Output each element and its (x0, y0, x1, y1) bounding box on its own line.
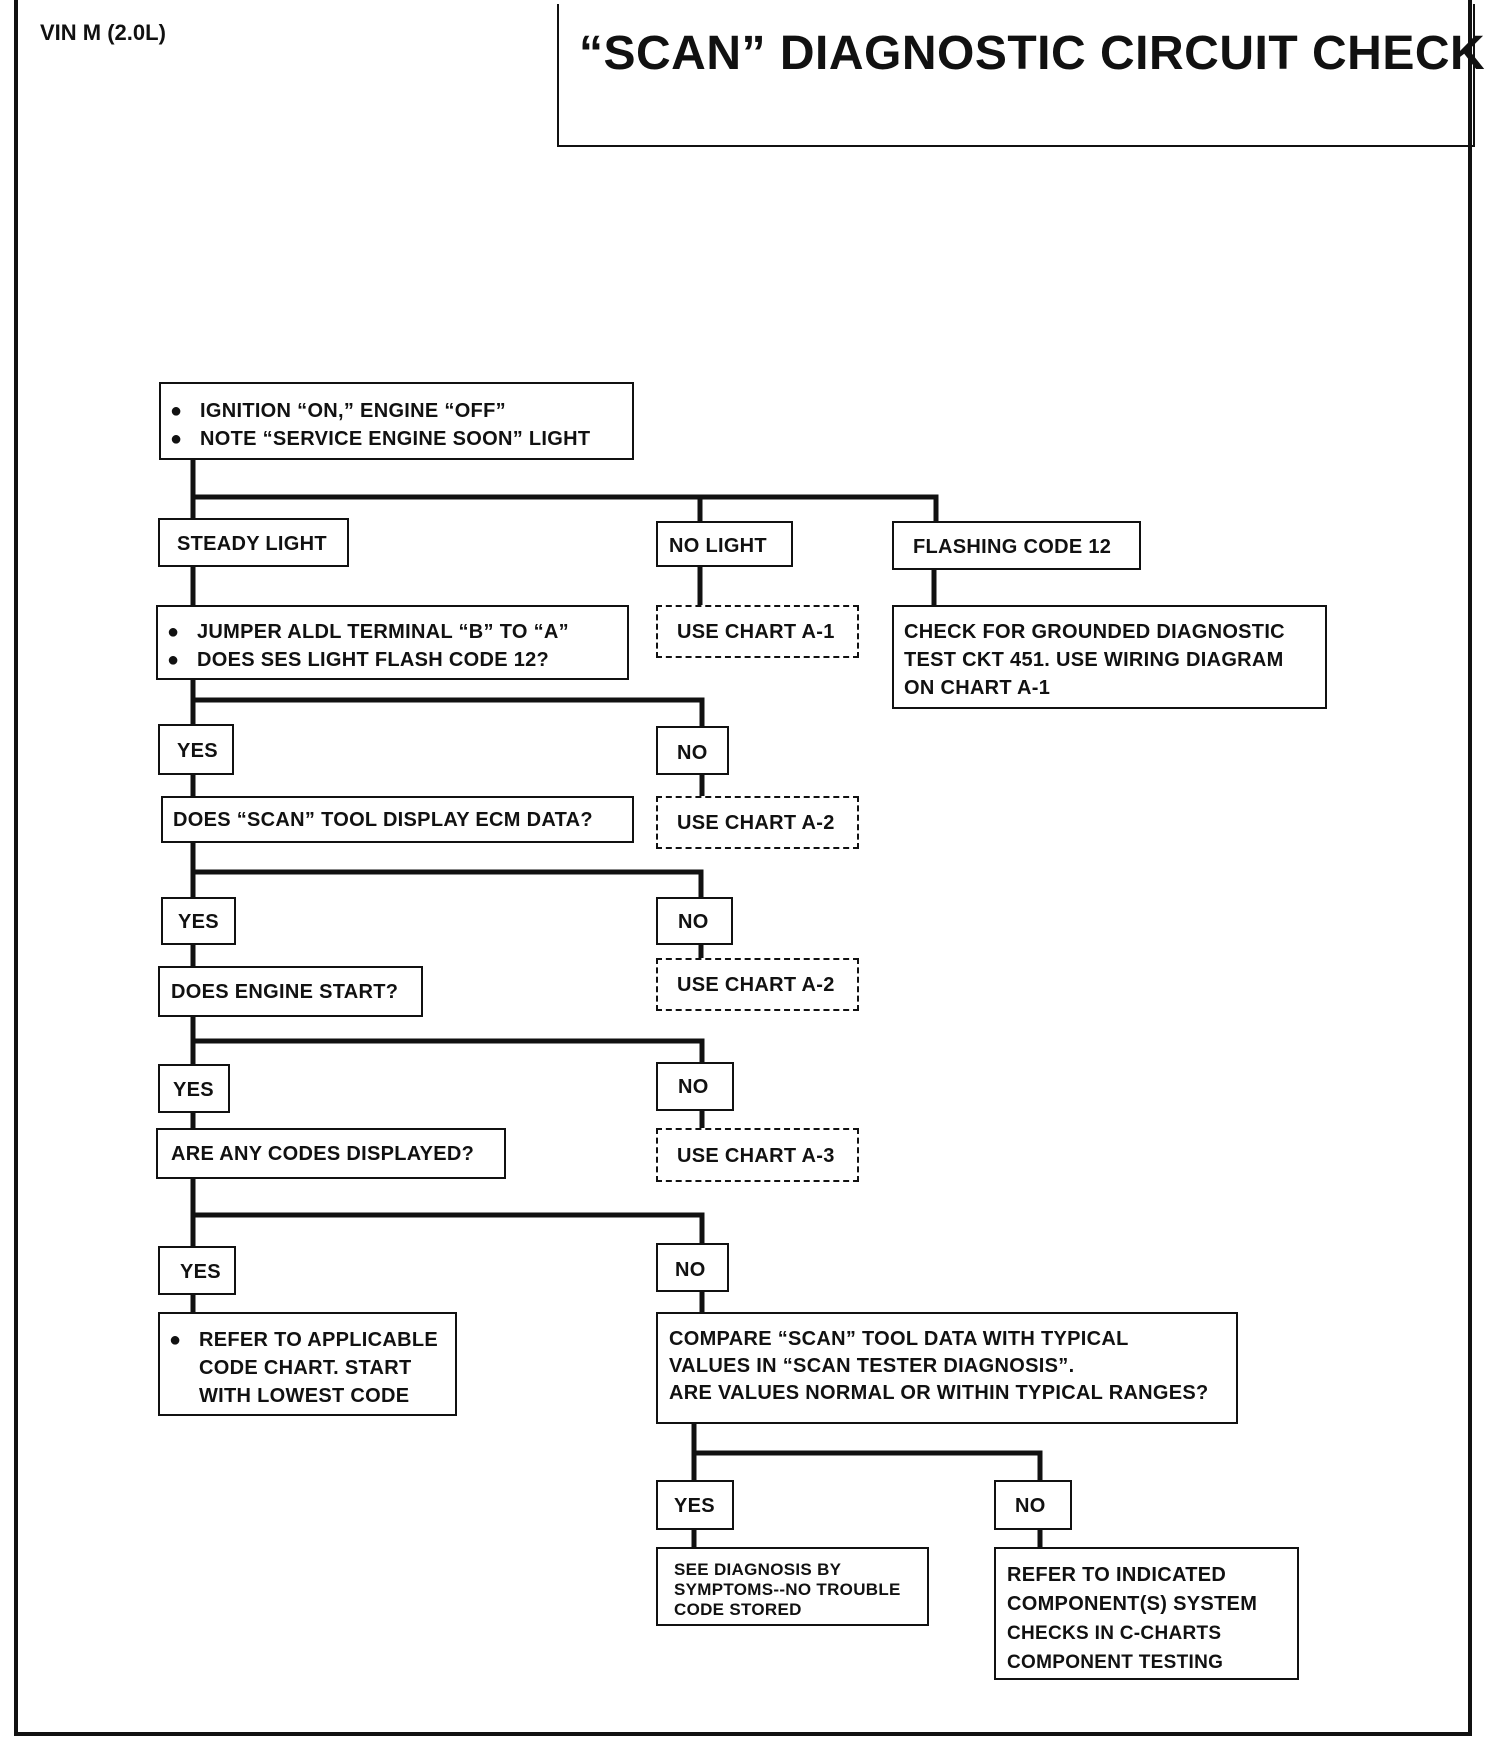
see-diagnosis-line-3: CODE STORED (674, 1600, 802, 1619)
ignition-step-box: ● IGNITION “ON,” ENGINE “OFF” ● NOTE “SERV… (159, 382, 634, 460)
no-3-box: NO (656, 1062, 734, 1111)
refer-code-line-3: WITH LOWEST CODE (199, 1385, 410, 1407)
refer-component-line-3: CHECKS IN C-CHARTS (1007, 1623, 1222, 1644)
yes-5-box: YES (656, 1480, 734, 1530)
no-4-box: NO (656, 1243, 729, 1292)
use-chart-a2-second-box: USE CHART A-2 (656, 958, 859, 1011)
ignition-bullet-1: IGNITION “ON,” ENGINE “OFF” (200, 400, 506, 422)
page-frame (14, 0, 1472, 1736)
see-diagnosis-line-1: SEE DIAGNOSIS BY (674, 1560, 842, 1579)
engine-start-question-box: DOES ENGINE START? (158, 966, 423, 1017)
no-1-box: NO (656, 726, 729, 775)
see-diagnosis-box: SEE DIAGNOSIS BY SYMPTOMS--NO TROUBLE CO… (656, 1547, 929, 1626)
refer-code-line-1: REFER TO APPLICABLE (199, 1329, 439, 1351)
bullet-dot-icon: ● (167, 621, 180, 643)
page-title: “SCAN” DIAGNOSTIC CIRCUIT CHECK (579, 27, 1486, 80)
jumper-bullet-2: DOES SES LIGHT FLASH CODE 12? (197, 649, 550, 671)
bullet-dot-icon: ● (170, 400, 183, 422)
refer-component-line-4: COMPONENT TESTING (1007, 1652, 1224, 1673)
grounded-check-line-2: TEST CKT 451. USE WIRING DIAGRAM (904, 649, 1284, 671)
yes-1-box: YES (158, 724, 234, 775)
compare-line-3: ARE VALUES NORMAL OR WITHIN TYPICAL RANG… (669, 1382, 1209, 1404)
refer-component-box: REFER TO INDICATED COMPONENT(S) SYSTEM C… (994, 1547, 1299, 1680)
refer-code-chart-box: ● REFER TO APPLICABLE CODE CHART. START W… (158, 1312, 457, 1416)
refer-component-line-1: REFER TO INDICATED (1007, 1564, 1227, 1586)
use-chart-a1-box: USE CHART A-1 (656, 605, 859, 658)
yes-2-box: YES (161, 897, 236, 945)
refer-component-line-2: COMPONENT(S) SYSTEM (1007, 1593, 1258, 1615)
jumper-bullet-1: JUMPER ALDL TERMINAL “B” TO “A” (197, 621, 569, 643)
no-5-box: NO (994, 1480, 1072, 1530)
yes-4-box: YES (158, 1246, 236, 1295)
ignition-bullet-2: NOTE “SERVICE ENGINE SOON” LIGHT (200, 428, 591, 450)
grounded-check-line-3: ON CHART A-1 (904, 677, 1051, 699)
steady-light-box: STEADY LIGHT (158, 518, 349, 567)
title-box: “SCAN” DIAGNOSTIC CIRCUIT CHECK (557, 4, 1485, 147)
jumper-aldl-step-box: ● JUMPER ALDL TERMINAL “B” TO “A” ● DOES S… (156, 605, 629, 680)
vin-label: VIN M (2.0L) (40, 20, 166, 45)
use-chart-a2-first-box: USE CHART A-2 (656, 796, 859, 849)
compare-scan-data-box: COMPARE “SCAN” TOOL DATA WITH TYPICAL VA… (656, 1312, 1238, 1424)
bullet-dot-icon: ● (169, 1329, 182, 1351)
bullet-dot-icon: ● (167, 649, 180, 671)
bullet-dot-icon: ● (170, 428, 183, 450)
compare-line-2: VALUES IN “SCAN TESTER DIAGNOSIS”. (669, 1355, 1075, 1377)
codes-displayed-question-box: ARE ANY CODES DISPLAYED? (156, 1128, 506, 1179)
flashing-code-12-box: FLASHING CODE 12 (892, 521, 1141, 570)
yes-3-box: YES (158, 1064, 230, 1113)
grounded-check-line-1: CHECK FOR GROUNDED DIAGNOSTIC (904, 621, 1285, 643)
scan-tool-display-question-box: DOES “SCAN” TOOL DISPLAY ECM DATA? (161, 796, 634, 843)
use-chart-a3-box: USE CHART A-3 (656, 1128, 859, 1182)
grounded-diagnostic-check-box: CHECK FOR GROUNDED DIAGNOSTIC TEST CKT 4… (892, 605, 1327, 709)
refer-code-line-2: CODE CHART. START (199, 1357, 412, 1379)
no-2-box: NO (656, 897, 733, 945)
compare-line-1: COMPARE “SCAN” TOOL DATA WITH TYPICAL (669, 1328, 1129, 1350)
see-diagnosis-line-2: SYMPTOMS--NO TROUBLE (674, 1580, 901, 1599)
no-light-box: NO LIGHT (656, 521, 793, 567)
